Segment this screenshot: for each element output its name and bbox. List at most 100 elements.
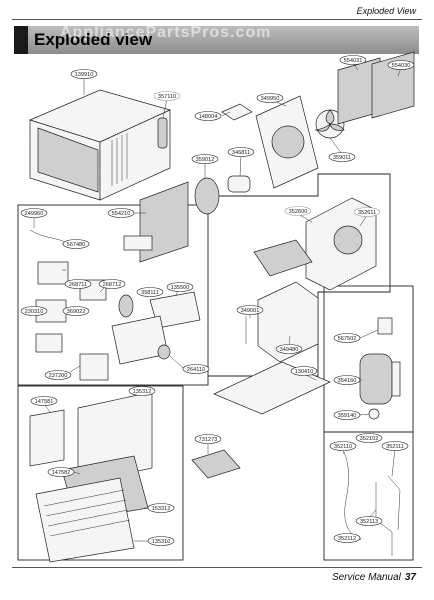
svg-text:135500: 135500 [171, 285, 190, 291]
callout-349950: 349950 [256, 93, 287, 107]
page-title: Exploded view [34, 30, 153, 49]
callout-554210: 554210 [107, 208, 146, 218]
cabinet-case [28, 89, 172, 201]
control-group-frame [17, 204, 209, 386]
callout-352102: 352102 [355, 433, 383, 443]
footer-rule [12, 567, 422, 568]
motor-mount [221, 103, 253, 121]
svg-text:147582: 147582 [52, 470, 71, 476]
callout-135310: 135310 [134, 536, 175, 546]
air-guide-parts [245, 197, 377, 363]
svg-text:554030: 554030 [392, 63, 411, 69]
svg-text:249960: 249960 [25, 211, 44, 217]
callout-264110: 264110 [169, 355, 210, 374]
accessory-box [191, 449, 241, 479]
callout-268711: 268711 [62, 269, 92, 289]
air-filter-strip [123, 235, 153, 251]
callout-358111: 358111 [136, 287, 164, 297]
svg-text:731273: 731273 [199, 437, 218, 443]
callout-237200: 237200 [44, 365, 81, 380]
svg-text:130410: 130410 [295, 369, 314, 375]
svg-text:349480: 349480 [280, 347, 299, 353]
svg-text:359012: 359012 [196, 157, 215, 163]
footer-label: Service Manual [331, 572, 401, 583]
callout-153312: 153312 [144, 503, 175, 513]
callout-135312: 135312 [128, 386, 156, 396]
callout-554030: 554030 [387, 60, 415, 77]
banner-tab [14, 26, 28, 54]
callout-554031: 554031 [339, 55, 367, 71]
svg-text:237200: 237200 [49, 373, 68, 379]
callout-731273: 731273 [194, 434, 222, 454]
callout-352111: 352111 [381, 441, 409, 477]
callout-352110: 352110 [329, 441, 357, 455]
front-grille-parts [29, 391, 153, 563]
svg-text:264110: 264110 [187, 367, 205, 373]
callout-268712: 268712 [98, 279, 126, 293]
header-rule [12, 19, 422, 20]
callout-567502: 567502 [333, 329, 379, 343]
svg-text:349001: 349001 [241, 308, 260, 314]
svg-text:554031: 554031 [344, 58, 363, 64]
svg-text:135312: 135312 [133, 389, 152, 395]
svg-text:354160: 354160 [338, 378, 357, 384]
svg-text:352113: 352113 [360, 519, 378, 525]
svg-text:346811: 346811 [232, 150, 250, 156]
svg-text:352111: 352111 [386, 444, 404, 450]
callout-357110: 357110 [153, 91, 181, 119]
svg-text:153312: 153312 [152, 506, 171, 512]
callout-352113: 352113 [355, 509, 383, 526]
callout-352600: 352600 [284, 206, 313, 223]
callout-346811: 346811 [227, 147, 255, 177]
svg-text:352110: 352110 [334, 444, 352, 450]
callout-359140: 359140 [333, 410, 370, 420]
callout-130410: 130410 [290, 366, 318, 381]
callout-567480: 567480 [62, 239, 90, 249]
control-parts [29, 229, 201, 381]
callout-359011: 359011 [328, 137, 356, 162]
svg-text:358111: 358111 [141, 290, 159, 296]
title-banner [14, 26, 419, 54]
callout-148004: 148004 [194, 111, 231, 121]
callout-135500: 135500 [166, 282, 194, 297]
svg-text:148004: 148004 [199, 114, 218, 120]
compressor [359, 317, 401, 420]
svg-text:268711: 268711 [69, 282, 87, 288]
svg-text:352112: 352112 [338, 536, 356, 542]
callout-230310: 230310 [20, 306, 48, 316]
svg-text:135310: 135310 [152, 539, 171, 545]
air-shroud [255, 95, 319, 189]
svg-text:357110: 357110 [158, 94, 176, 100]
svg-text:554210: 554210 [112, 211, 131, 217]
svg-text:349950: 349950 [261, 96, 280, 102]
callout-139910: 139910 [70, 69, 98, 95]
svg-text:567502: 567502 [338, 336, 357, 342]
callout-147581: 147581 [30, 396, 58, 413]
section-title: Exploded View [356, 6, 416, 16]
svg-text:268712: 268712 [103, 282, 122, 288]
callout-249960: 249960 [20, 208, 48, 228]
blower-motor [194, 175, 251, 215]
grille-group-frame [17, 385, 184, 561]
svg-text:359140: 359140 [338, 413, 357, 419]
page-number: 37 [404, 572, 416, 583]
watermark: AppliancePartsPros.com [60, 24, 272, 41]
tubing-group-frame [323, 431, 414, 561]
svg-text:359011: 359011 [333, 155, 351, 161]
callout-349001: 349001 [236, 305, 264, 318]
callout-359012: 359012 [191, 154, 219, 178]
callout-352611: 352611 [353, 207, 381, 227]
callout-354160: 354160 [333, 375, 362, 385]
svg-text:352611: 352611 [358, 210, 376, 216]
callout-147582: 147582 [47, 467, 81, 477]
svg-text:230310: 230310 [25, 309, 44, 315]
svg-text:147581: 147581 [35, 399, 54, 405]
svg-text:352102: 352102 [360, 436, 379, 442]
airguide-group-frame [208, 173, 391, 377]
refrigerant-tubing [343, 451, 401, 556]
svg-text:567480: 567480 [67, 242, 86, 248]
svg-text:352600: 352600 [289, 209, 308, 215]
svg-text:369022: 369022 [67, 309, 86, 315]
